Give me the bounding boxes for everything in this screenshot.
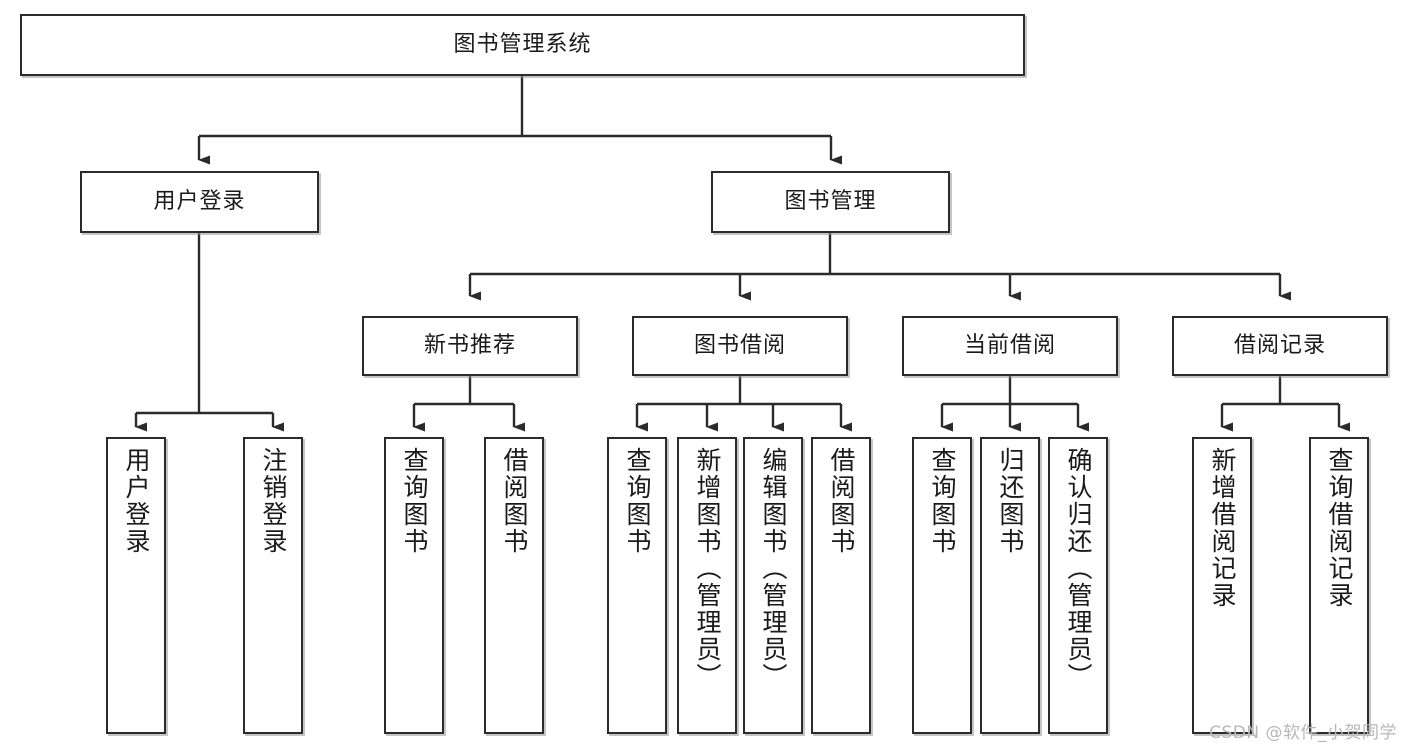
node-leaf-edit-book[interactable]: 编辑图书（管理员） [743, 437, 803, 734]
node-leaf-add-record[interactable]: 新增借阅记录 [1192, 437, 1252, 734]
node-label: 确认归还（管理员） [1064, 447, 1093, 690]
node-label: 查询图书 [928, 447, 957, 555]
node-label: 查询图书 [400, 447, 429, 555]
node-label: 借阅图书 [827, 447, 856, 555]
node-label: 注销登录 [259, 447, 288, 555]
node-leaf-add-book[interactable]: 新增图书（管理员） [677, 437, 737, 734]
node-label: 查询借阅记录 [1325, 447, 1354, 609]
node-book-borrow[interactable]: 图书借阅 [632, 316, 848, 376]
node-leaf-logout-login[interactable]: 注销登录 [243, 437, 303, 734]
node-borrow-record[interactable]: 借阅记录 [1172, 316, 1388, 376]
node-label: 归还图书 [996, 447, 1025, 555]
node-leaf-query-book-3[interactable]: 查询图书 [912, 437, 972, 734]
node-label: 图书管理系统 [453, 31, 592, 57]
node-label: 图书借阅 [693, 332, 786, 358]
node-label: 查询图书 [623, 447, 652, 555]
node-leaf-confirm-return[interactable]: 确认归还（管理员） [1048, 437, 1108, 734]
csdn-watermark: CSDN @软件_小贺同学 [1209, 723, 1397, 743]
node-current-borrow[interactable]: 当前借阅 [902, 316, 1118, 376]
node-label: 新增图书（管理员） [693, 447, 722, 690]
node-label: 当前借阅 [963, 332, 1056, 358]
node-label: 图书管理 [784, 188, 877, 214]
node-leaf-query-book-1[interactable]: 查询图书 [384, 437, 444, 734]
node-new-book-recommend[interactable]: 新书推荐 [362, 316, 578, 376]
node-user-login[interactable]: 用户登录 [80, 171, 319, 233]
node-label: 用户登录 [122, 447, 151, 555]
node-leaf-borrow-book-1[interactable]: 借阅图书 [484, 437, 544, 734]
node-label: 编辑图书（管理员） [759, 447, 788, 690]
node-label: 新书推荐 [423, 332, 516, 358]
node-leaf-user-login[interactable]: 用户登录 [106, 437, 166, 734]
node-leaf-borrow-book-2[interactable]: 借阅图书 [811, 437, 871, 734]
node-label: 新增借阅记录 [1208, 447, 1237, 609]
node-leaf-query-record[interactable]: 查询借阅记录 [1309, 437, 1369, 734]
node-leaf-query-book-2[interactable]: 查询图书 [607, 437, 667, 734]
node-leaf-return-book[interactable]: 归还图书 [980, 437, 1040, 734]
node-root-system[interactable]: 图书管理系统 [20, 14, 1025, 76]
node-label: 用户登录 [153, 188, 246, 214]
node-label: 借阅图书 [500, 447, 529, 555]
node-label: 借阅记录 [1233, 332, 1326, 358]
node-book-management[interactable]: 图书管理 [711, 171, 950, 233]
